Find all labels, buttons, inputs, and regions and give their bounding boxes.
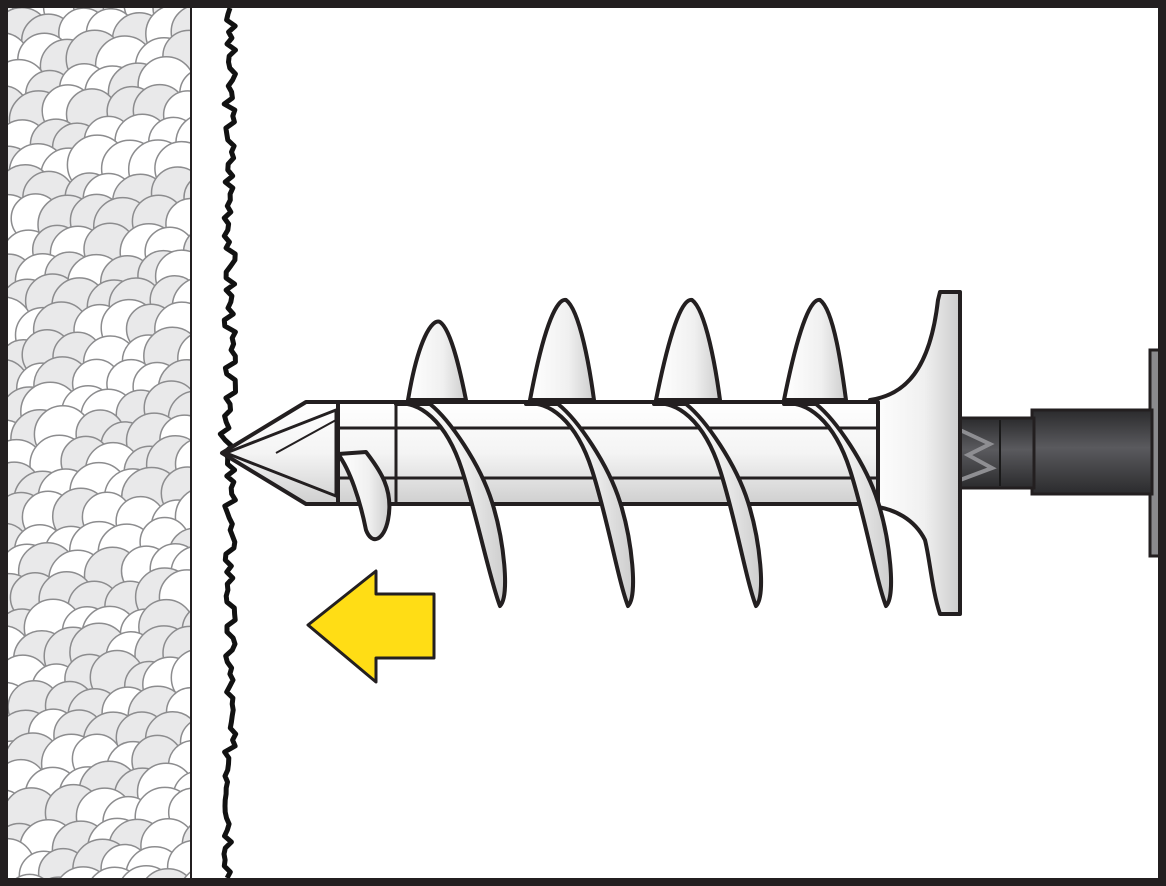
thread-blade-back-3 — [654, 297, 722, 402]
thread-blade-front-2 — [524, 401, 636, 608]
wall-surface-line — [217, 7, 239, 880]
thread-blade-front-4 — [782, 401, 894, 608]
insulation-beads — [8, 8, 190, 878]
thread-blade-front-3 — [652, 401, 764, 608]
thread-blade-back-1 — [406, 319, 468, 402]
thread-blade-front-1 — [394, 401, 508, 608]
screw-anchor — [220, 290, 962, 616]
thread-blade-back-4 — [782, 297, 848, 402]
insulation-bead — [145, 868, 190, 878]
arrow-left-icon — [306, 569, 436, 684]
thread-blade-lead — [336, 450, 392, 542]
thread-blade-back-2 — [528, 297, 596, 402]
insulation-bead — [15, 873, 44, 878]
insulation-bead — [183, 871, 190, 878]
driver-bit — [956, 348, 1166, 558]
anchor-flange — [868, 290, 962, 616]
